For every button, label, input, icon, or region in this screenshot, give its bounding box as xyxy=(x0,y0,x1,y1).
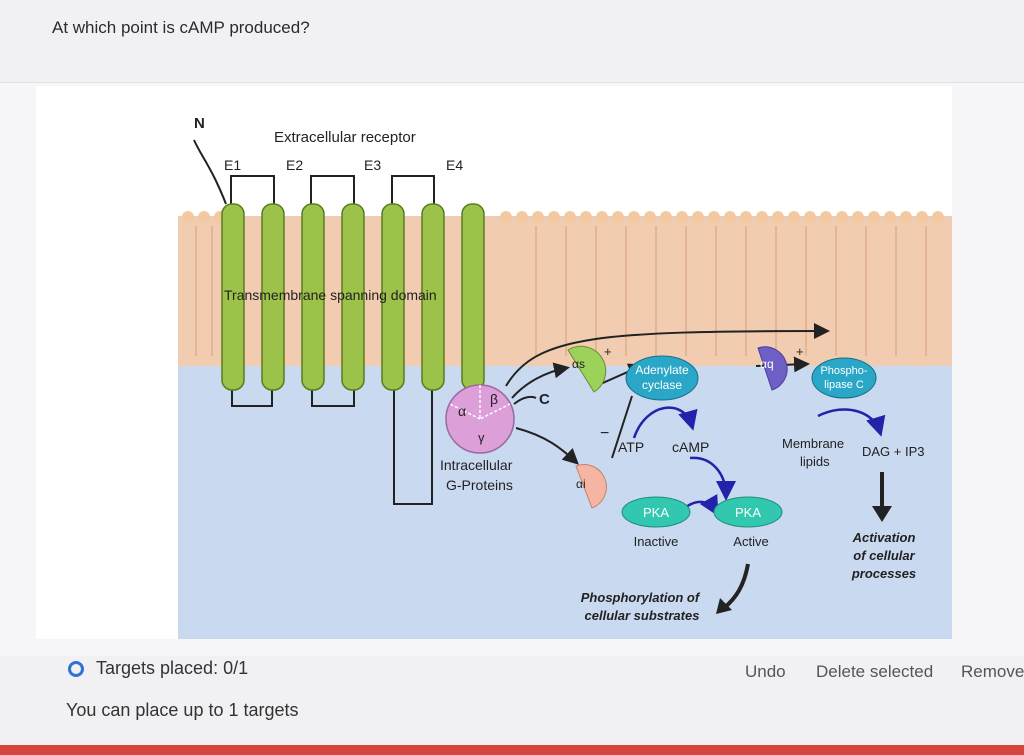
receptor-loops xyxy=(193,139,435,505)
lipid-tails xyxy=(195,226,927,356)
phospho-label-2: lipase C xyxy=(824,379,864,391)
targets-status: Targets placed: 0/1 xyxy=(68,658,248,679)
g-alpha-label: α xyxy=(458,403,466,419)
alpha-q-label: αq xyxy=(760,357,774,371)
activation-label-1: Activation xyxy=(852,530,916,545)
membrane-lipids-label-2: lipids xyxy=(800,454,830,469)
undo-button[interactable]: Undo xyxy=(745,662,786,681)
phospholipase-c[interactable] xyxy=(811,357,877,399)
camp-label[interactable]: cAMP xyxy=(672,439,709,455)
alpha-s-label: αs xyxy=(572,357,585,371)
pka-active[interactable] xyxy=(713,496,783,528)
phosphorylation-arrowhead xyxy=(716,598,732,614)
pka-inactive[interactable] xyxy=(621,496,691,528)
extracellular-receptor-label: Extracellular receptor xyxy=(274,129,416,146)
hotspot-figure[interactable]: N Extracellular receptor E1 E2 E3 E4 Tra… xyxy=(36,86,952,639)
activation-arrowhead xyxy=(872,506,892,522)
atp-label[interactable]: ATP xyxy=(618,439,644,455)
adenylate-label-2: cyclase xyxy=(642,378,682,392)
alpha-q-subunit[interactable] xyxy=(757,346,788,391)
alpha-i-minus: − xyxy=(600,425,609,442)
question-text: At which point is cAMP produced? xyxy=(52,18,310,37)
activation-label-3: processes xyxy=(851,566,916,581)
intracellular-label-1: Intracellular xyxy=(440,457,513,473)
alpha-i-subunit[interactable] xyxy=(575,464,607,509)
active-label: Active xyxy=(733,534,768,549)
intracellular-label-2: G-Proteins xyxy=(446,477,513,493)
activation-label-2: of cellular xyxy=(853,548,915,563)
lipids-to-dag-arrow xyxy=(817,408,886,437)
radio-circle-icon xyxy=(68,660,84,677)
g-beta-label: β xyxy=(490,391,498,407)
adenylate-label-1: Adenylate xyxy=(635,363,689,377)
transmembrane-label: Transmembrane spanning domain xyxy=(224,287,437,303)
n-terminus-label: N xyxy=(194,115,205,132)
delete-selected-button[interactable]: Delete selected xyxy=(816,662,934,681)
loop-e4-label: E4 xyxy=(446,157,463,173)
alpha-s-subunit[interactable] xyxy=(567,345,607,393)
targets-placed-text: Targets placed: 0/1 xyxy=(96,658,249,678)
targets-hint: You can place up to 1 targets xyxy=(66,700,299,720)
alpha-q-plus: + xyxy=(796,344,804,359)
loop-e3-label: E3 xyxy=(364,157,381,173)
phosphorylation-label-1: Phosphorylation of xyxy=(581,590,701,605)
alpha-s-plus: + xyxy=(604,344,612,359)
g-protein-complex[interactable] xyxy=(445,384,515,454)
adenylate-cyclase[interactable] xyxy=(625,355,699,401)
transmembrane-helices[interactable] xyxy=(221,203,485,391)
pka-active-label: PKA xyxy=(735,505,761,520)
loop-e2-label: E2 xyxy=(286,157,303,173)
c-terminus-label: C xyxy=(539,391,550,408)
atp-to-camp-arrow xyxy=(632,406,698,439)
lipid-heads-top xyxy=(182,211,944,223)
g-protein-arrows xyxy=(505,323,830,465)
c-terminus-line xyxy=(513,395,537,405)
pka-inactive-label: PKA xyxy=(643,505,669,520)
bottom-accent-bar xyxy=(0,745,1024,755)
phosphorylation-label-2: cellular substrates xyxy=(585,608,700,623)
remove-button[interactable]: Remove xyxy=(961,662,1024,681)
inactive-label: Inactive xyxy=(634,534,679,549)
loop-e1-label: E1 xyxy=(224,157,241,173)
dag-ip3-label: DAG + IP3 xyxy=(862,444,925,459)
g-gamma-label: γ xyxy=(478,430,485,445)
alpha-i-label: αi xyxy=(576,477,586,491)
membrane-lipids-label-1: Membrane xyxy=(782,436,844,451)
phospho-label-1: Phospho- xyxy=(820,365,867,377)
cytoplasm-region xyxy=(178,366,952,639)
camp-to-pka-arrow xyxy=(689,456,736,501)
